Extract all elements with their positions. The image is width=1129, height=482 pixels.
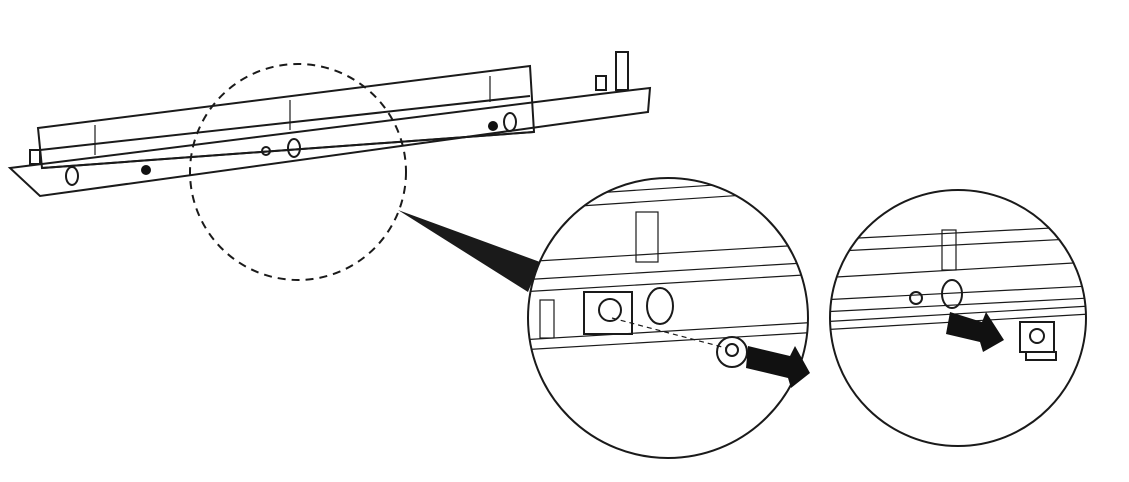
rail-end-post bbox=[615, 51, 629, 91]
rail-overview bbox=[7, 51, 652, 198]
rail-hole bbox=[287, 138, 301, 158]
rail-body bbox=[36, 64, 536, 170]
detail-highlight-circle bbox=[189, 63, 407, 281]
bracket-block bbox=[583, 291, 633, 335]
screw-icon bbox=[716, 336, 748, 368]
removed-bracket-icon bbox=[1019, 321, 1057, 361]
rail-hole bbox=[503, 112, 517, 132]
remove-arrow-icon bbox=[946, 312, 1004, 352]
rail-hole bbox=[646, 287, 674, 325]
rail-hole bbox=[65, 166, 79, 186]
callout-pointer bbox=[398, 210, 540, 292]
detail-view-2 bbox=[829, 189, 1087, 447]
rail-screw bbox=[488, 121, 498, 131]
rail-screw bbox=[261, 146, 271, 156]
rail-hole bbox=[941, 279, 963, 309]
rail-base bbox=[7, 86, 652, 198]
detail-view-1 bbox=[527, 177, 810, 459]
remove-arrow-icon bbox=[746, 346, 810, 388]
rail-screw bbox=[141, 165, 151, 175]
